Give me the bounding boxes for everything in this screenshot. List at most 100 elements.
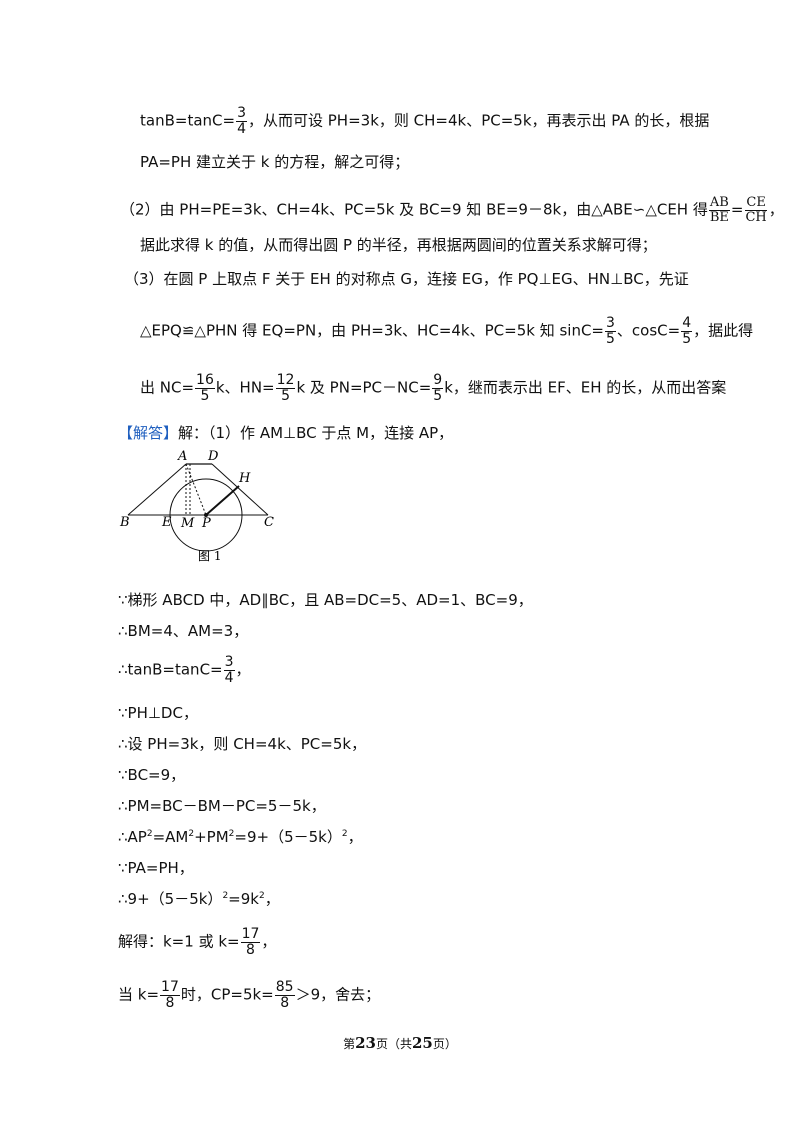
text: 时，CP=5k= bbox=[180, 985, 274, 1004]
text: ∴tanB=tanC= bbox=[118, 660, 223, 679]
label-d: D bbox=[207, 449, 219, 464]
solution-step-7: ∴PM=BC－BM－PC=5－5k， bbox=[118, 797, 326, 815]
text: 第 bbox=[343, 1037, 356, 1051]
numerator: 3 bbox=[236, 105, 247, 122]
denominator: 5 bbox=[200, 387, 210, 404]
text: 解得：k=1 或 k= bbox=[118, 932, 240, 951]
solution-step-8: ∴AP2=AM2+PM2=9+（5－5k）2， bbox=[118, 830, 363, 845]
denominator: 4 bbox=[237, 120, 246, 137]
text: +PM bbox=[194, 828, 229, 846]
text: k、HN= bbox=[215, 378, 275, 397]
numerator: AB bbox=[708, 195, 730, 211]
exponent: 2 bbox=[341, 829, 348, 839]
answer-intro: 解：（1）作 AM⊥BC 于点 M，连接 AP， bbox=[178, 424, 454, 442]
exponent: 2 bbox=[258, 891, 265, 901]
hint-line-5: （3）在圆 P 上取点 F 关于 EH 的对称点 G，连接 EG，作 PQ⊥EG… bbox=[124, 270, 689, 288]
label-p: P bbox=[201, 516, 211, 531]
answer-header: 【解答】解：（1）作 AM⊥BC 于点 M，连接 AP， bbox=[118, 426, 453, 441]
solution-step-4: ∵PH⊥DC， bbox=[118, 704, 198, 722]
denominator: 8 bbox=[165, 994, 175, 1011]
solution-step-1: ∵梯形 ABCD 中，AD∥BC，且 AB=DC=5、AD=1、BC=9， bbox=[118, 591, 533, 609]
denominator: 5 bbox=[682, 330, 692, 347]
denominator: BE bbox=[709, 209, 729, 225]
numerator: CE bbox=[745, 195, 767, 211]
solution-step-5: ∴设 PH=3k，则 CH=4k、PC=5k， bbox=[118, 735, 367, 753]
hint-line-2: PA=PH 建立关于 k 的方程，解之可得； bbox=[140, 153, 410, 171]
numerator: 85 bbox=[274, 979, 295, 996]
text: ＞9，舍去； bbox=[295, 985, 381, 1004]
exponent: 2 bbox=[222, 891, 229, 901]
label-m: M bbox=[180, 516, 195, 531]
text: ，据此得 bbox=[693, 321, 754, 340]
text: 、cosC= bbox=[616, 321, 681, 340]
page-number: 23 bbox=[355, 1034, 376, 1052]
text: =AM bbox=[152, 828, 189, 846]
page-footer: 第23页（共25页） bbox=[0, 1034, 800, 1052]
exponent: 2 bbox=[188, 829, 195, 839]
numerator: 3 bbox=[605, 315, 616, 332]
text: ， bbox=[261, 932, 277, 951]
numerator: 17 bbox=[160, 979, 180, 996]
hint-line-3: （2）由 PH=PE=3k、CH=4k、PC=5k 及 BC=9 知 BE=9－… bbox=[120, 196, 784, 224]
segment-ap bbox=[185, 463, 207, 516]
solution-step-10: ∴9+（5－5k）2=9k2， bbox=[118, 892, 280, 907]
label-b: B bbox=[119, 515, 130, 530]
text: =9+（5－5k） bbox=[234, 828, 342, 846]
geometry-figure: A D H B E M P C 图 1 bbox=[119, 449, 274, 563]
text: 页（共 bbox=[375, 1037, 412, 1051]
text: ， bbox=[768, 200, 784, 219]
denominator: 5 bbox=[281, 387, 290, 404]
text: k，继而表示出 EF、EH 的长，从而出答案 bbox=[444, 378, 727, 397]
answer-label: 【解答】 bbox=[118, 424, 179, 442]
numerator: 4 bbox=[681, 315, 693, 332]
text: ∴AP bbox=[118, 828, 147, 846]
segment-ab bbox=[127, 463, 187, 516]
denominator: 4 bbox=[224, 669, 234, 686]
point-p bbox=[204, 513, 208, 517]
solution-step-2: ∴BM=4、AM=3， bbox=[118, 622, 249, 640]
hint-line-4: 据此求得 k 的值，从而得出圆 P 的半径，再根据两圆间的位置关系求解可得； bbox=[140, 236, 657, 254]
text: （2）由 PH=PE=3k、CH=4k、PC=5k 及 BC=9 知 BE=9－… bbox=[120, 200, 708, 219]
text: ， bbox=[264, 890, 280, 908]
denominator: 8 bbox=[280, 994, 290, 1011]
text: =9k bbox=[228, 890, 259, 908]
solution-step-6: ∵BC=9， bbox=[118, 766, 186, 784]
segment-ph bbox=[205, 485, 240, 516]
label-c: C bbox=[264, 515, 274, 530]
numerator: 3 bbox=[223, 654, 235, 671]
denominator: CH bbox=[745, 209, 767, 225]
numerator: 12 bbox=[275, 372, 296, 389]
label-e: E bbox=[161, 515, 172, 530]
numerator: 17 bbox=[240, 926, 261, 943]
text: ， bbox=[235, 660, 251, 679]
text: 页） bbox=[432, 1037, 457, 1051]
segment-dc bbox=[211, 463, 269, 516]
hint-line-6: △EPQ≌△PHN 得 EQ=PN，由 PH=3k、HC=4k、PC=5k 知 … bbox=[140, 316, 753, 346]
text: ∴9+（5－5k） bbox=[118, 890, 223, 908]
label-h: H bbox=[238, 471, 251, 486]
total-pages: 25 bbox=[412, 1034, 433, 1052]
exponent: 2 bbox=[146, 829, 153, 839]
figure-caption: 图 1 bbox=[198, 549, 221, 563]
text: 当 k= bbox=[118, 985, 160, 1004]
numerator: 16 bbox=[195, 372, 215, 389]
denominator: 5 bbox=[606, 330, 615, 347]
text: △EPQ≌△PHN 得 EQ=PN，由 PH=3k、HC=4k、PC=5k 知 … bbox=[140, 321, 604, 340]
text: k 及 PN=PC－NC= bbox=[296, 378, 432, 397]
circle-p bbox=[169, 478, 243, 552]
